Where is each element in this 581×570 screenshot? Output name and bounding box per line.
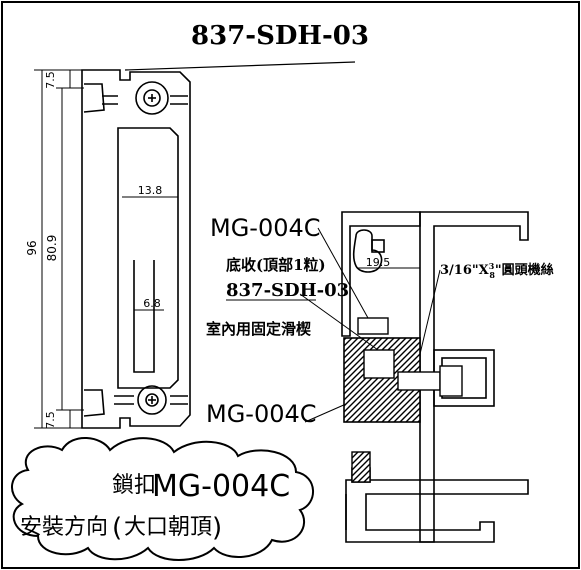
slider-part xyxy=(81,69,191,429)
drawing-title: 837-SDH-03 xyxy=(191,21,369,51)
cloud-line1-prefix: 鎖扣 xyxy=(112,473,156,498)
screw-body xyxy=(397,371,441,391)
cloud-line1-part: MG-004C xyxy=(152,469,290,504)
dim-bottom-offset: 7.5 xyxy=(44,411,57,429)
dim-narrow-slot: 6.8 xyxy=(143,297,161,310)
label-mg-top: MG-004C xyxy=(210,214,321,242)
cloud-line2-close-paren: ) xyxy=(212,513,222,543)
screw-head xyxy=(439,365,463,397)
label-indoor-note: 室內用固定滑楔 xyxy=(206,320,311,338)
dimension-lines xyxy=(34,69,420,429)
dim-inner-height: 80.9 xyxy=(45,235,59,262)
cloud-line2-prefix: 安裝方向 xyxy=(20,515,108,540)
dim-top-offset: 7.5 xyxy=(44,71,57,89)
cloud-line2-paren: 大口朝頂 xyxy=(124,515,212,540)
slider-small-top xyxy=(357,317,389,335)
cloud-line2-open-paren: ( xyxy=(112,513,122,543)
label-mg-bottom: MG-004C xyxy=(206,400,317,428)
label-sdh: 837-SDH-03 xyxy=(226,280,349,301)
label-cover-note: 底收(頂部1粒) xyxy=(226,256,326,274)
insert-hole xyxy=(363,349,395,379)
title-leader xyxy=(124,61,356,71)
dim-total-height: 96 xyxy=(25,240,39,255)
dim-slot-width: 13.8 xyxy=(138,184,163,197)
dim-profile-width: 19.5 xyxy=(366,256,391,269)
bottom-insert xyxy=(351,451,371,483)
leader-lines xyxy=(226,227,441,423)
cloud-bubble xyxy=(11,436,314,561)
